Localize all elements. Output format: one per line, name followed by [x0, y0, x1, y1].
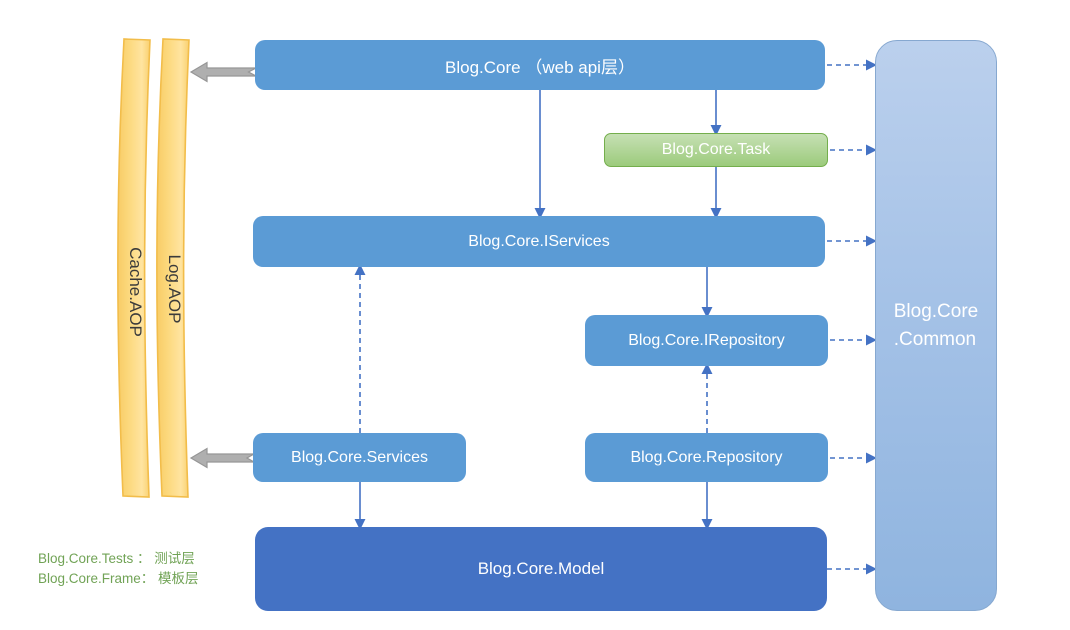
box-blog-core-iservices: Blog.Core.IServices [253, 216, 825, 267]
box-blog-core-services: Blog.Core.Services [253, 433, 466, 482]
box-blog-core-model: Blog.Core.Model [255, 527, 827, 611]
box-blog-core-common-label-line1: Blog.Core [893, 300, 979, 322]
legend-line-frame: Blog.Core.Frame： 模板层 [38, 571, 199, 586]
box-blog-core-irepository: Blog.Core.IRepository [585, 315, 828, 366]
gray-left-arrow-top [189, 61, 257, 83]
cache-aop-band [117, 38, 151, 498]
box-blog-core-task-label: Blog.Core.Task [661, 141, 771, 158]
box-blog-core-common-label-line2: .Common [893, 328, 977, 350]
log-aop-band [156, 38, 190, 498]
box-blog-core-task: Blog.Core.Task [604, 133, 828, 167]
box-blog-core-repository: Blog.Core.Repository [585, 433, 828, 482]
box-blog-core-webapi-label: Blog.Core （web api层） [445, 57, 635, 77]
gray-left-arrow-bottom [189, 447, 257, 469]
log-aop-band-label: Log.AOP [165, 254, 184, 324]
box-blog-core-repository-label: Blog.Core.Repository [630, 448, 783, 466]
box-blog-core-common: Blog.Core .Common [875, 40, 997, 611]
box-blog-core-services-label: Blog.Core.Services [291, 448, 428, 466]
box-blog-core-webapi: Blog.Core （web api层） [255, 40, 825, 90]
box-blog-core-iservices-label: Blog.Core.IServices [468, 232, 610, 250]
legend-line-tests: Blog.Core.Tests ： 测试层 [38, 551, 195, 566]
legend: Blog.Core.Tests ： 测试层 Blog.Core.Frame： 模… [38, 549, 199, 589]
cache-aop-band-label: Cache.AOP [126, 247, 145, 337]
box-blog-core-irepository-label: Blog.Core.IRepository [628, 331, 785, 349]
box-blog-core-model-label: Blog.Core.Model [477, 559, 605, 578]
